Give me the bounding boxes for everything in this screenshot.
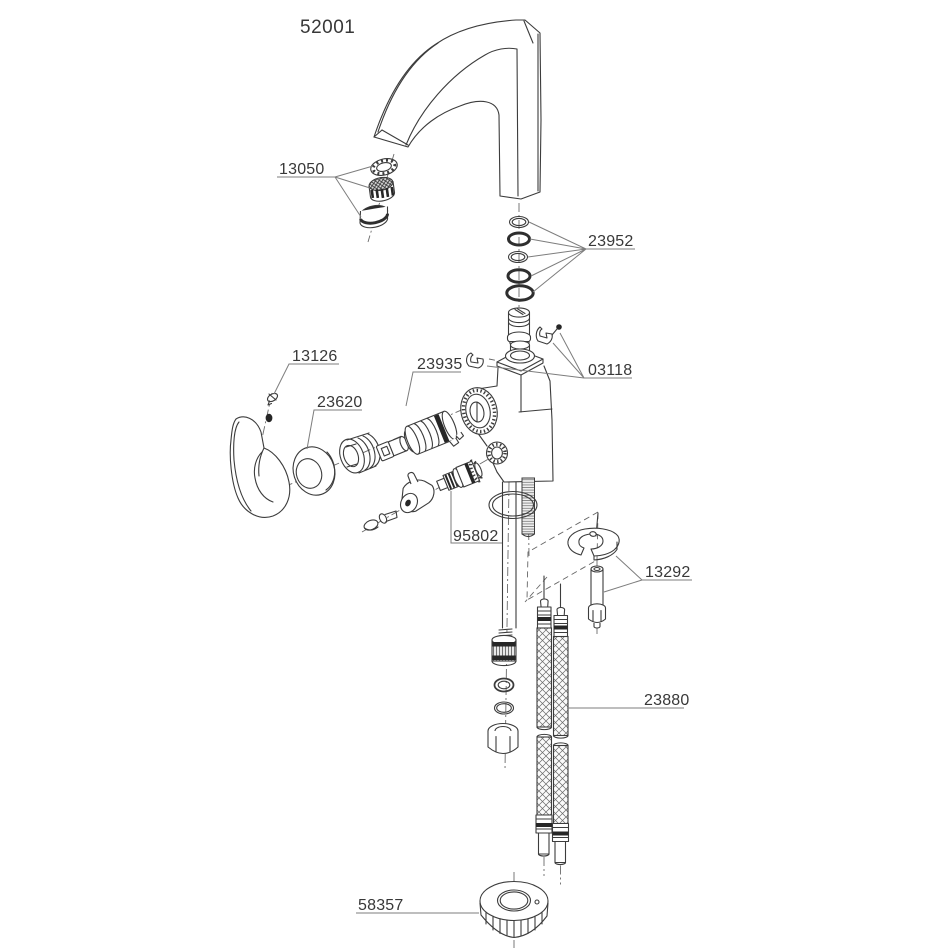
handle-screw	[266, 392, 279, 406]
set-screw-dot	[265, 413, 273, 423]
valve-cap	[363, 519, 379, 531]
label-58357: 58357	[356, 897, 479, 914]
flat-washer	[493, 677, 515, 693]
clip-right	[535, 326, 553, 345]
mounting-bracket	[567, 527, 620, 561]
diagram-title: 52001	[300, 17, 355, 38]
valve-screw	[378, 510, 398, 524]
label-13292: 13292	[603, 555, 692, 593]
hose-pair	[535, 575, 570, 886]
diverter-valve	[436, 459, 483, 492]
body-cartridge-boss	[460, 387, 498, 435]
label-13126: 13126	[273, 348, 339, 395]
label-23935: 23935	[405, 356, 463, 407]
riser-tube	[498, 481, 517, 637]
cap-ring	[292, 446, 336, 496]
body-side-port	[485, 441, 509, 465]
pin-screw	[551, 324, 562, 336]
o-ring-thick	[507, 231, 531, 247]
o-ring-thick	[506, 268, 532, 284]
handle	[229, 416, 291, 518]
part-number: 13050	[279, 161, 325, 178]
phantom-deck-plane	[524, 511, 599, 603]
cartridge-seat	[504, 340, 536, 364]
spout	[373, 19, 542, 200]
part-number: 58357	[358, 897, 404, 914]
valve-body	[399, 471, 435, 514]
o-ring-large	[505, 284, 535, 302]
label-13050: 13050	[277, 161, 374, 218]
tube-o-ring	[493, 701, 515, 715]
part-number: 13292	[645, 564, 691, 581]
labels: 52001 13050 23952 03118 13126 23935 2362…	[273, 17, 692, 914]
retaining-nut	[339, 432, 381, 474]
o-ring-thin	[507, 250, 529, 264]
aerator-housing	[359, 204, 389, 229]
tube-nut-knurled	[491, 634, 517, 667]
part-number: 23880	[644, 692, 690, 709]
aerator-insert	[368, 176, 396, 202]
part-number: 23952	[588, 233, 634, 250]
label-23952: 23952	[527, 221, 635, 293]
part-number: 03118	[588, 362, 632, 379]
mounting-nut	[479, 880, 549, 939]
aerator-washer	[370, 158, 398, 176]
faucet-body	[460, 340, 554, 483]
o-ring-stack	[505, 215, 535, 302]
hex-nut	[487, 722, 519, 755]
part-number: 23935	[417, 356, 463, 373]
label-23880: 23880	[567, 692, 690, 709]
o-ring-thin	[508, 215, 530, 229]
base-gasket-ring	[488, 490, 538, 520]
threaded-stud	[587, 565, 607, 629]
aerator-group	[359, 158, 398, 229]
part-number: 95802	[453, 528, 499, 545]
cartridge	[375, 410, 465, 462]
label-03118: 03118	[486, 332, 632, 379]
part-number: 13126	[292, 348, 338, 365]
clip-left	[466, 352, 500, 369]
label-95802: 95802	[450, 491, 502, 545]
label-23620: 23620	[306, 394, 363, 450]
threaded-shank	[521, 477, 536, 538]
part-number: 23620	[317, 394, 363, 411]
